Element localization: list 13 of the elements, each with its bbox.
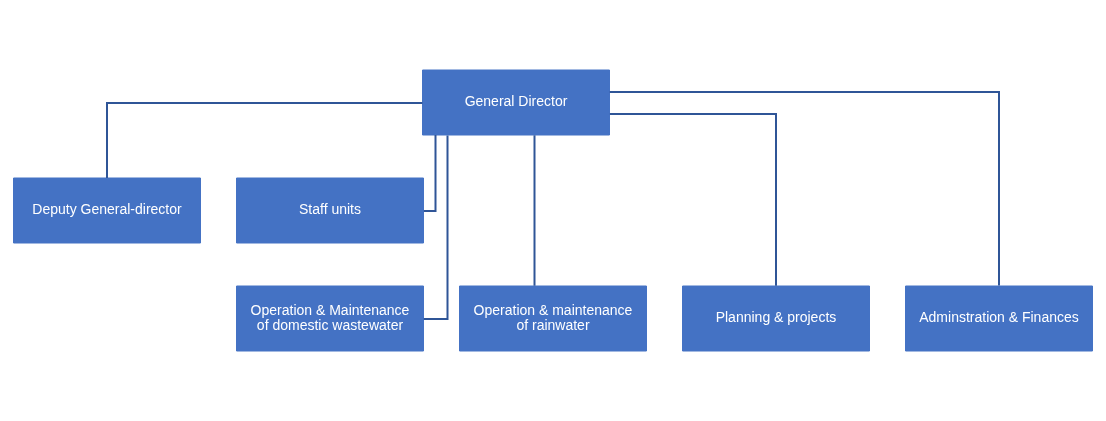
node-box: Planning & projects bbox=[682, 285, 870, 352]
node-box: Staff units bbox=[236, 177, 424, 244]
connector bbox=[608, 113, 777, 287]
connector bbox=[533, 134, 536, 287]
connector bbox=[106, 102, 424, 179]
node-box: Deputy General-director bbox=[13, 177, 201, 244]
node-box: Adminstration & Finances bbox=[905, 285, 1093, 352]
connector bbox=[608, 91, 1000, 287]
connector bbox=[422, 134, 437, 212]
connector bbox=[422, 134, 449, 320]
node-box: Operation & Maintenance of domestic wastewater bbox=[236, 285, 424, 352]
node-box: General Director bbox=[422, 69, 610, 136]
node-box: Operation & maintenance of rainwater bbox=[459, 285, 647, 352]
